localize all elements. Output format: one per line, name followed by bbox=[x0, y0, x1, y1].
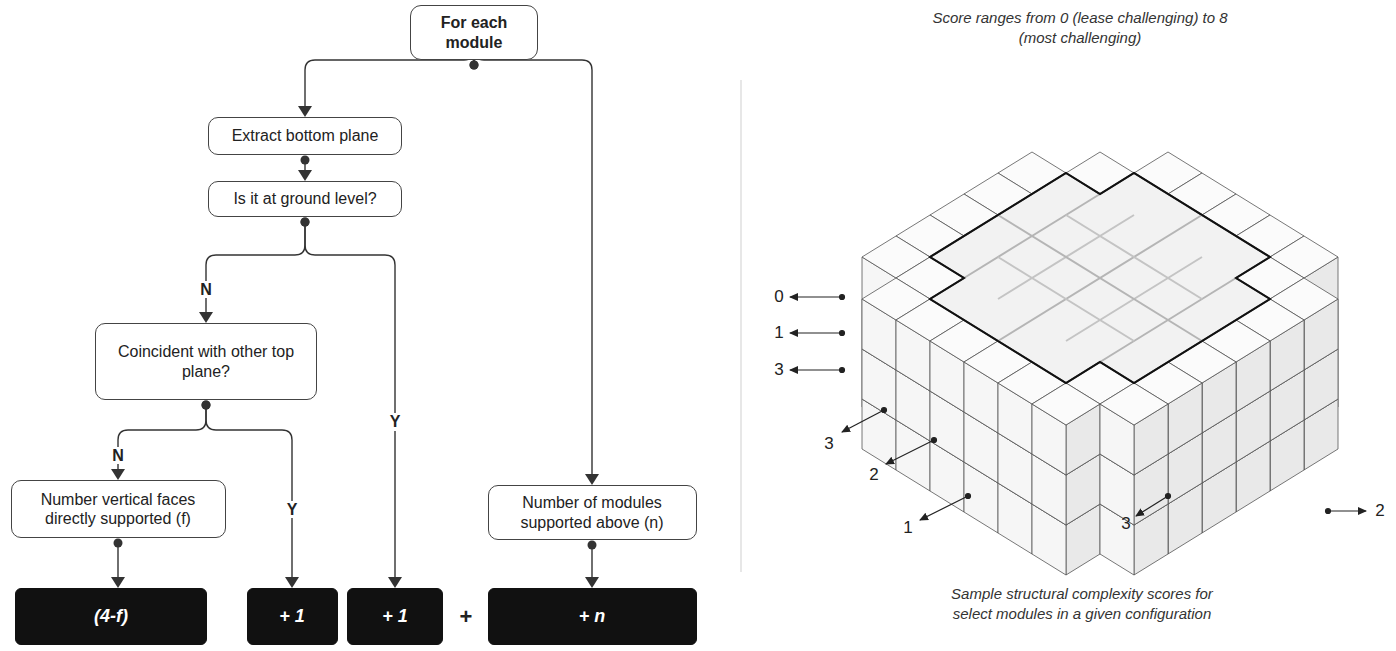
callout-number: 3 bbox=[824, 434, 833, 454]
connector-dot bbox=[470, 61, 479, 70]
process-box: Coincident with other top plane? bbox=[95, 323, 317, 400]
node-text: Extract bottom plane bbox=[232, 126, 379, 145]
flow-connector bbox=[305, 222, 395, 579]
arrowhead bbox=[585, 474, 599, 485]
callout-number: 2 bbox=[1375, 501, 1384, 521]
plus-sign: + bbox=[460, 604, 473, 630]
node-text: For each module bbox=[421, 13, 527, 51]
arrowhead bbox=[199, 312, 213, 323]
arrowhead bbox=[388, 577, 402, 588]
connector-dot bbox=[470, 61, 479, 70]
node-text: + 1 bbox=[382, 606, 408, 628]
connector-dot bbox=[301, 218, 310, 227]
connector-dot bbox=[202, 401, 211, 410]
score-box: + n bbox=[488, 588, 697, 645]
edge-label: Y bbox=[387, 413, 404, 431]
flow-connector bbox=[474, 50, 592, 476]
process-box: Number of modules supported above (n) bbox=[488, 485, 697, 540]
callout-number: 1 bbox=[774, 323, 783, 343]
process-box: Number vertical faces directly supported… bbox=[11, 480, 226, 538]
arrowhead bbox=[285, 577, 299, 588]
node-text: Is it at ground level? bbox=[233, 189, 376, 208]
connector-dot bbox=[301, 156, 310, 165]
flow-connector bbox=[591, 545, 592, 579]
arrowhead bbox=[298, 170, 312, 181]
callout-number: 3 bbox=[1121, 514, 1130, 534]
module-face bbox=[1100, 383, 1168, 425]
leader-lines bbox=[790, 295, 1366, 521]
module-face bbox=[930, 173, 1270, 383]
node-text: Number of modules supported above (n) bbox=[499, 493, 686, 531]
flow-connector bbox=[117, 543, 118, 579]
module-face bbox=[1032, 383, 1100, 425]
room-wall bbox=[998, 215, 1202, 341]
arrowhead bbox=[111, 577, 125, 588]
arrowhead bbox=[111, 469, 125, 480]
edge-label: N bbox=[197, 281, 215, 299]
connector-dot bbox=[202, 401, 211, 410]
room-wall bbox=[998, 215, 1202, 341]
connector-dot bbox=[114, 539, 123, 548]
node-text: Number vertical faces directly supported… bbox=[22, 490, 215, 528]
node-text: Coincident with other top plane? bbox=[106, 342, 306, 380]
flow-connector bbox=[118, 405, 206, 471]
callout-number: 2 bbox=[869, 465, 878, 485]
score-box: + 1 bbox=[247, 588, 338, 645]
connector-dot bbox=[588, 541, 597, 550]
process-box: Extract bottom plane bbox=[208, 117, 402, 155]
score-box: + 1 bbox=[347, 588, 443, 645]
separator-line bbox=[741, 80, 742, 572]
node-text: + 1 bbox=[279, 606, 305, 628]
module-stack bbox=[862, 152, 1338, 575]
callout-number: 1 bbox=[903, 518, 912, 538]
room-wall bbox=[998, 257, 1134, 341]
node-text: + n bbox=[579, 606, 606, 628]
score-box: (4-f) bbox=[15, 588, 207, 645]
arrowhead bbox=[585, 577, 599, 588]
callout-number: 0 bbox=[774, 287, 783, 307]
score-note: Score ranges from 0 (lease challenging) … bbox=[915, 8, 1245, 47]
connector-dot bbox=[301, 218, 310, 227]
arrowhead bbox=[298, 106, 312, 117]
start-box: For each module bbox=[410, 5, 538, 60]
node-text: (4-f) bbox=[94, 606, 128, 628]
edge-label: Y bbox=[284, 501, 301, 519]
callout-number: 3 bbox=[774, 360, 783, 380]
room-wall bbox=[1066, 215, 1202, 299]
process-box: Is it at ground level? bbox=[208, 181, 402, 217]
caption: Sample structural complexity scores for … bbox=[942, 584, 1222, 625]
courtyard-outline bbox=[930, 173, 1270, 383]
edge-label: N bbox=[109, 447, 127, 465]
flow-connector bbox=[206, 222, 305, 314]
